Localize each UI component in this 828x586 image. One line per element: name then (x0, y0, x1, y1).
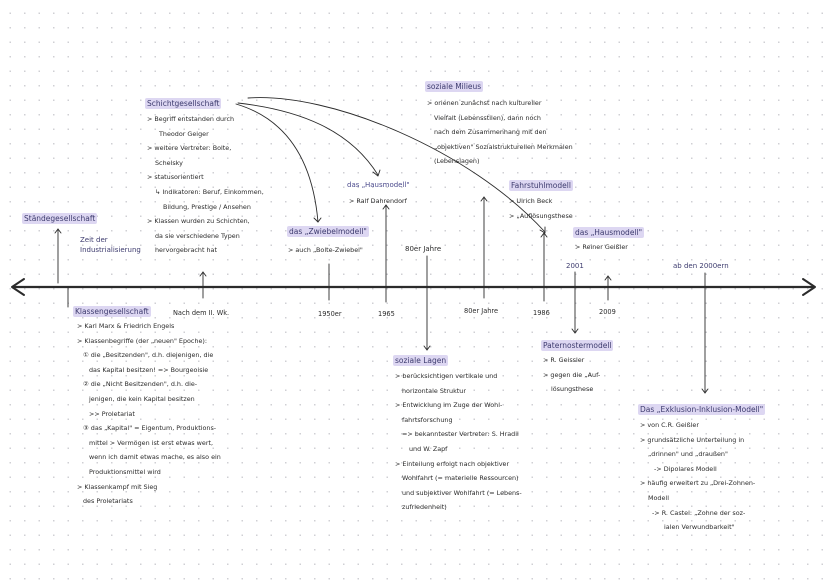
note-line: > Ralf Dahrendorf (349, 197, 407, 205)
note-line: Theodor Geiger (159, 129, 209, 138)
note-line: => bekanntester Vertreter: S. Hradil (402, 430, 519, 439)
nach-ww2-label: Nach dem II. Wk. (173, 309, 230, 317)
axis-arrow-left-icon (11, 278, 25, 296)
note-line: Vielfalt (Lebensstilen), dann noch (434, 113, 541, 122)
paternostermodell-title: Paternostermodell (541, 340, 614, 351)
ab-2000-label: ab den 2000ern (673, 262, 729, 270)
zwiebelmodell-title: das „Zwiebelmodell" (287, 226, 369, 237)
hausmodell-geissler-title: das „Hausmodell" (573, 227, 645, 238)
note-line: und W. Zapf (409, 444, 448, 453)
note-line: > statusorientiert (147, 173, 204, 182)
year-2009-label: 2009 (599, 308, 616, 316)
klassengesellschaft-notes: > Karl Marx & Friedrich Engels > Klassen… (77, 319, 221, 509)
note-line: > Ulrich Beck (509, 197, 553, 205)
note-line: -> Dipolares Modell (654, 464, 717, 473)
note-line: ialen Verwundbarkeit" (664, 523, 735, 532)
year-1980-label: 80er Jahre (464, 307, 499, 315)
note-line: Schelsky (155, 158, 183, 167)
note-line: ① die „Besitzenden", d.h. diejenigen, di… (83, 351, 214, 360)
staendegesellschaft-title: Ständegesellschaft (22, 213, 98, 224)
hausmodell-geissler-notes: > Reiner Geißler (575, 240, 628, 255)
note-line: Bildung, Prestige / Ansehen (163, 202, 251, 211)
exklusion-inklusion-title: Das „Exklusion-Inklusion-Modell" (638, 404, 766, 415)
note-line: > weitere Vertreter: Bolte, (147, 144, 232, 153)
note-line: > Begriff entstanden durch (147, 115, 235, 123)
note-line: lösungsthese (551, 385, 594, 394)
note-line: jenigen, die kein Kapital besitzen (89, 394, 195, 403)
soziale-milieus-notes: > orienen zunächst nach kultureller Viel… (427, 96, 573, 169)
zeit-der-industrialisierung-label: Zeit der Industrialisierung (80, 235, 141, 255)
note-line: > Klassen wurden zu Schichten, (147, 217, 250, 226)
axis-arrow-right-icon (802, 278, 816, 296)
note-line: > von C.R. Geißler (640, 421, 699, 429)
fahrstuhlmodell-notes: > Ulrich Beck > „Auflösungsthese (509, 194, 573, 223)
note-line: da sie verschiedene Typen (155, 231, 240, 240)
note-line: > Entwicklung im Zuge der Wohl- (395, 401, 503, 410)
note-line: des Proletariats (83, 497, 133, 506)
year-1950-label: 1950er (318, 310, 342, 318)
zwiebelmodell-notes: > auch „Bolte-Zwiebel" (288, 243, 363, 258)
label-line: Industrialisierung (80, 246, 141, 254)
note-line: hervorgebracht hat (155, 246, 217, 255)
note-line: > Klassenbegriffe (der „neuen" Epoche): (77, 336, 208, 345)
note-line: > orienen zunächst nach kultureller (427, 99, 542, 107)
note-line: Produktionsmittel wird (89, 467, 161, 476)
note-line: -> R. Castel: „Zohne der soz- (652, 508, 746, 517)
note-line: > gegen die „Auf- (543, 370, 601, 379)
year-2001-label: 2001 (566, 262, 584, 270)
note-line: > grundsätzliche Unterteilung in (640, 435, 745, 444)
note-line: ③ das „Kapital" = Eigentum, Produktions- (83, 424, 217, 433)
note-line: und subjektiver Wohlfahrt (= Lebens- (402, 488, 522, 497)
note-line: Wohlfahrt (= materielle Ressourcen) (402, 474, 519, 483)
note-line: > Reiner Geißler (575, 243, 628, 251)
note-line: > Einteilung erfolgt nach objektiver (395, 459, 510, 468)
note-line: ↳ Indikatoren: Beruf, Einkommen, (155, 187, 264, 196)
note-line: > auch „Bolte-Zwiebel" (288, 246, 363, 254)
note-line: >> Proletariat (89, 409, 135, 418)
note-line: ② die „Nicht Besitzenden", d.h. die- (83, 380, 198, 389)
year-1986-label: 1986 (533, 309, 550, 317)
label-line: Zeit der (80, 236, 108, 244)
note-line: > berücksichtigen vertikale und (395, 372, 498, 380)
note-line: zufriedenheit) (402, 503, 447, 512)
soziale-lagen-notes: > berücksichtigen vertikale und horizont… (395, 369, 522, 515)
year-1980-top-label: 80er Jahre (405, 245, 442, 253)
note-line: wenn ich damit etwas mache, es also ein (89, 453, 221, 462)
note-line: (Lebenslagen) (434, 157, 480, 166)
fahrstuhlmodell-title: Fahrstuhlmodell (509, 180, 573, 191)
hausmodell-dahrendorf-title: das „Hausmodell" (347, 181, 410, 189)
note-line: > häufig erweitert zu „Drei-Zohnen- (640, 479, 756, 488)
note-line: > Klassenkampf mit Sieg (77, 482, 158, 491)
note-line: > Karl Marx & Friedrich Engels (77, 322, 175, 330)
hausmodell-dahrendorf-notes: > Ralf Dahrendorf (349, 194, 407, 209)
note-line: „objektiven" Sozialstrukturellen Merkmal… (434, 142, 573, 151)
note-line: horizontale Struktur (402, 386, 466, 395)
schichtgesellschaft-title: Schichtgesellschaft (145, 98, 222, 109)
note-line: > R. Geissler (543, 356, 585, 364)
note-line: das Kapital besitzen! => Bourgeoisie (89, 365, 209, 374)
note-line: „drinnen" und „draußen" (648, 450, 728, 459)
note-line: > „Auflösungsthese (509, 211, 573, 220)
note-line: nach dem Zusammenhang mit den (434, 128, 547, 137)
schichtgesellschaft-notes: > Begriff entstanden durch Theodor Geige… (147, 112, 264, 258)
note-line: mittel > Vermögen ist erst etwas wert, (89, 438, 213, 447)
soziale-lagen-title: soziale Lagen (393, 355, 449, 366)
klassengesellschaft-title: Klassengesellschaft (73, 306, 151, 317)
year-1965-label: 1965 (378, 310, 395, 318)
paternostermodell-notes: > R. Geissler > gegen die „Auf- lösungst… (543, 353, 600, 397)
note-line: fahrtsforschung (402, 415, 453, 424)
exklusion-inklusion-notes: > von C.R. Geißler > grundsätzliche Unte… (640, 418, 755, 535)
note-line: Modell (648, 493, 669, 502)
soziale-milieus-title: soziale Milieus (425, 81, 484, 92)
